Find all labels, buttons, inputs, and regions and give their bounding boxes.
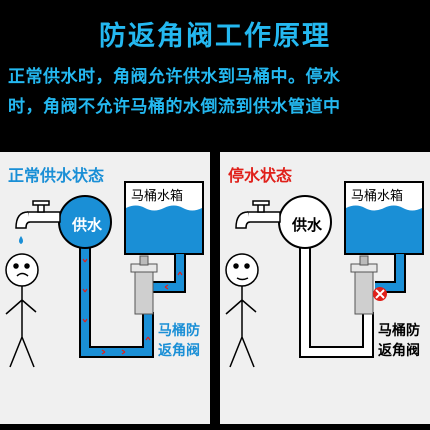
faucet-icon: [15, 200, 61, 244]
supply-label: 供水: [292, 216, 323, 234]
person-icon: [225, 253, 259, 368]
flow-arrows: [82, 258, 183, 355]
faucet-icon: [235, 200, 281, 229]
person-icon: [5, 253, 39, 368]
tank-water: [126, 205, 202, 253]
normal-supply-title: 正常供水状态: [8, 166, 105, 185]
angle-valve-icon: [130, 255, 158, 315]
valve-label-line-1: 马桶防: [158, 323, 200, 339]
tank-water: [346, 205, 422, 253]
valve-label-line-2: 返角阀: [378, 343, 420, 359]
normal-supply-panel: 正常供水状态: [0, 152, 210, 424]
description-line-2: 时，角阀不允许马桶的水倒流到供水管道中: [8, 97, 341, 117]
water-stop-diagram: [225, 181, 424, 368]
water-stop-title: 停水状态: [228, 166, 293, 185]
supply-label: 供水: [72, 216, 103, 234]
page-title: 防返角阀工作原理: [99, 21, 331, 52]
toilet-tank-label: 马桶水箱: [131, 189, 184, 204]
water-stop-panel: 停水状态: [220, 152, 430, 424]
angle-valve-icon: [350, 255, 378, 315]
normal-supply-diagram: [5, 181, 204, 368]
toilet-tank-label: 马桶水箱: [351, 189, 404, 204]
valve-label-line-2: 返角阀: [158, 343, 200, 359]
valve-label-line-1: 马桶防: [378, 323, 420, 339]
blocked-x-icon: [373, 287, 387, 301]
description-line-1: 正常供水时，角阀允许供水到马桶中。停水: [8, 67, 341, 87]
